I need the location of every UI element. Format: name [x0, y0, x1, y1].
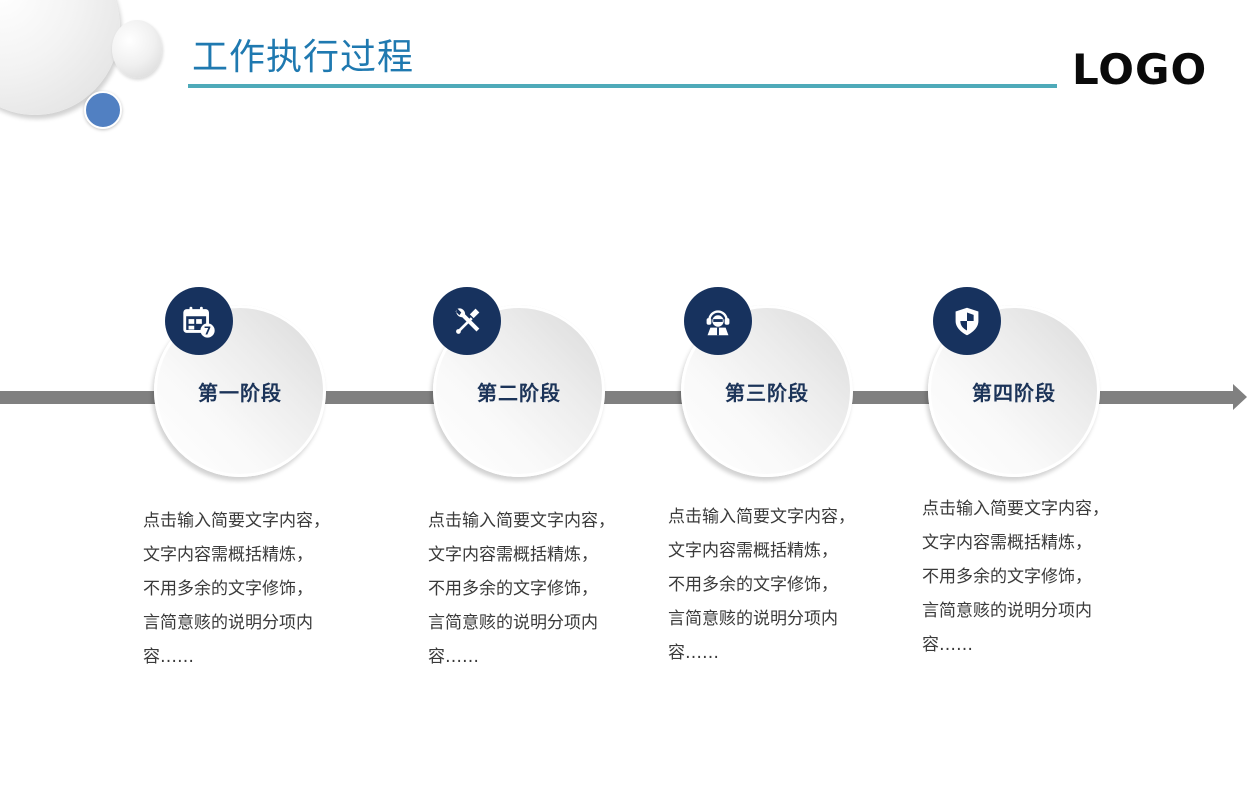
- stage-description: 点击输入简要文字内容， 文字内容需概括精炼， 不用多余的文字修饰， 言简意赅的说…: [428, 504, 628, 674]
- description-line: 不用多余的文字修饰，: [922, 567, 1092, 587]
- stage-label: 第三阶段: [725, 380, 809, 405]
- description-line: 文字内容需概括精炼，: [668, 541, 838, 561]
- description-line: 不用多余的文字修饰，: [428, 579, 598, 599]
- logo: LOGO: [1072, 45, 1208, 94]
- page-title: 工作执行过程: [192, 37, 415, 78]
- description-line: 言简意赅的说明分项内: [143, 613, 313, 633]
- description-line: 点击输入简要文字内容，: [143, 511, 330, 531]
- svg-text:7: 7: [204, 325, 211, 337]
- description-line: 言简意赅的说明分项内: [922, 601, 1092, 621]
- decorative-circle-blue: [84, 91, 122, 129]
- description-line: 点击输入简要文字内容，: [428, 511, 615, 531]
- description-line: 点击输入简要文字内容，: [922, 499, 1109, 519]
- stage-label: 第四阶段: [972, 380, 1056, 405]
- stage-description: 点击输入简要文字内容， 文字内容需概括精炼， 不用多余的文字修饰， 言简意赅的说…: [668, 500, 868, 670]
- description-line: 言简意赅的说明分项内: [428, 613, 598, 633]
- stage-label: 第一阶段: [198, 380, 282, 405]
- stage-description: 点击输入简要文字内容， 文字内容需概括精炼， 不用多余的文字修饰， 言简意赅的说…: [922, 492, 1122, 662]
- customer-service-icon: [684, 287, 752, 355]
- tools-icon: [433, 287, 501, 355]
- description-line: 言简意赅的说明分项内: [668, 609, 838, 629]
- description-line: 不用多余的文字修饰，: [668, 575, 838, 595]
- description-line: 容……: [143, 647, 194, 667]
- calendar-icon: 7: [165, 287, 233, 355]
- timeline-arrow-head-icon: [1233, 384, 1247, 410]
- stage-label: 第二阶段: [477, 380, 561, 405]
- description-line: 文字内容需概括精炼，: [143, 545, 313, 565]
- decorative-circle-medium: [112, 20, 162, 78]
- description-line: 文字内容需概括精炼，: [428, 545, 598, 565]
- description-line: 容……: [668, 643, 719, 663]
- description-line: 文字内容需概括精炼，: [922, 533, 1092, 553]
- stage-description: 点击输入简要文字内容， 文字内容需概括精炼， 不用多余的文字修饰， 言简意赅的说…: [143, 504, 343, 674]
- description-line: 容……: [922, 635, 973, 655]
- shield-icon: [933, 287, 1001, 355]
- description-line: 不用多余的文字修饰，: [143, 579, 313, 599]
- description-line: 容……: [428, 647, 479, 667]
- description-line: 点击输入简要文字内容，: [668, 507, 855, 527]
- title-underline: [188, 84, 1057, 88]
